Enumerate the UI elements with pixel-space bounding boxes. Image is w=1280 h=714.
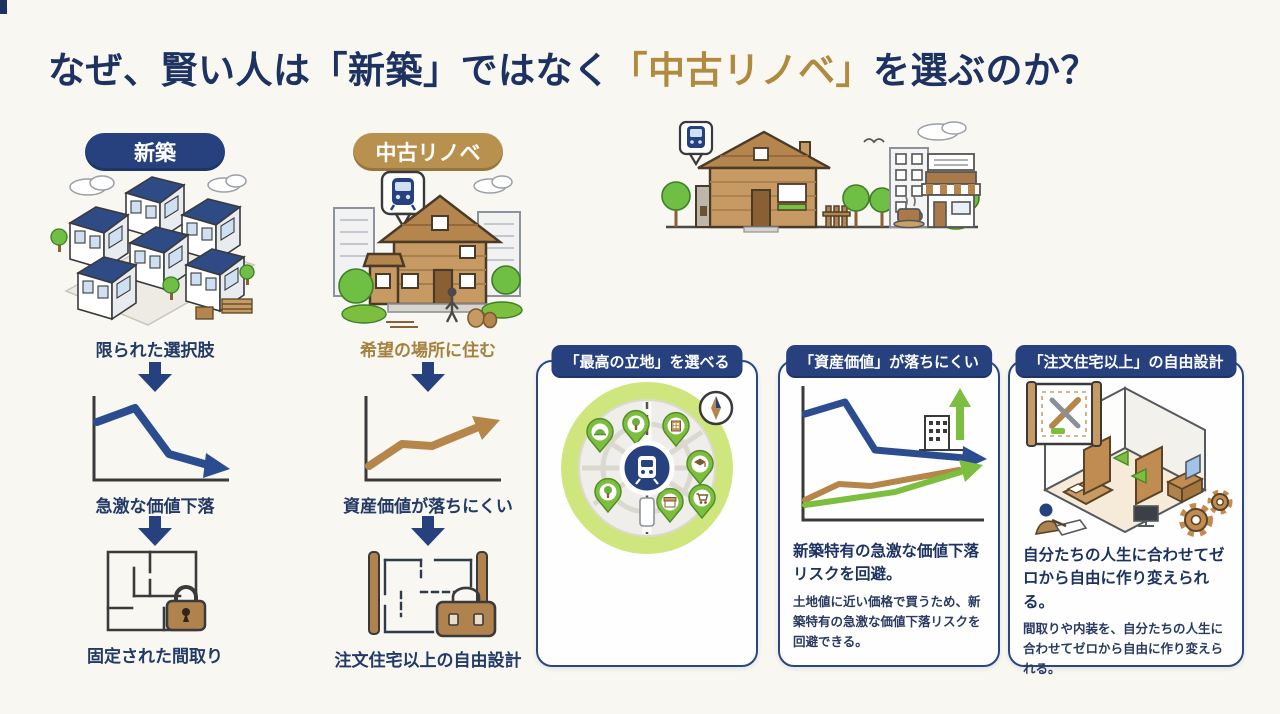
badge-used-renovation: 中古リノベ <box>353 133 503 171</box>
title-post: を選ぶのか？ <box>873 49 1098 92</box>
map-pin-icon <box>656 487 684 523</box>
lumber-crates-icon <box>195 298 253 320</box>
train-station-marker <box>619 440 675 496</box>
asset-value-lead: 新築特有の急激な価値下落リスクを回避。 <box>793 542 980 584</box>
free-design-lead: 自分たちの人生に合わせてゼロから自由に作り変えられる。 <box>1023 546 1225 611</box>
wooden-house-icon <box>362 194 504 313</box>
blueprint-sign-icon <box>1026 381 1102 447</box>
location-map-illustration <box>561 382 734 554</box>
page-title: なぜ、賢い人は「新築」ではなく「中古リノベ」を選ぶのか？ <box>48 40 1098 94</box>
cloud-icon <box>473 175 513 194</box>
down-arrow-icon <box>411 362 445 392</box>
compass-icon <box>698 390 734 426</box>
cloud-icon <box>69 174 247 196</box>
benefit-card-free-design-header: 「注文住宅以上」の自由設計 <box>1015 345 1237 378</box>
used-renovation-step-2: 資産価値が落ちにくい <box>343 497 513 517</box>
gear-icon <box>1179 489 1233 537</box>
new-build-step-3: 固定された間取り <box>87 647 223 667</box>
renovated-house-illustration <box>333 170 523 329</box>
toolbox-icon <box>435 586 497 638</box>
benefit-card-free-design: 「注文住宅以上」の自由設計 <box>1008 345 1244 676</box>
movable-wall-icon <box>1083 435 1163 506</box>
used-renovation-step-3: 注文住宅以上の自由設計 <box>334 651 522 671</box>
tree-icon <box>50 228 255 300</box>
new-build-step-2: 急激な価値下落 <box>95 497 215 517</box>
tv-icon <box>1133 505 1159 527</box>
renovation-room-illustration <box>1026 381 1233 537</box>
badge-new-build: 新築 <box>85 133 225 171</box>
map-pin-icon <box>686 449 714 485</box>
train-sign-icon <box>380 170 426 229</box>
down-arrow-icon <box>411 516 445 546</box>
tv-stand-icon <box>1165 453 1205 504</box>
blueprint-toolbox-illustration <box>368 551 497 638</box>
coffee-cup-icon <box>893 196 925 229</box>
person-drawing-icon <box>1034 503 1088 536</box>
free-design-body: 間取りや内装を、自分たちの人生に合わせてゼロから自由に作り変えられる。 <box>1023 620 1224 676</box>
train-sign-icon <box>678 120 714 167</box>
corner-mark <box>0 0 7 14</box>
title-pre: なぜ、賢い人は「新築」ではなく <box>48 49 611 92</box>
map-pin-icon <box>662 411 690 447</box>
neighborhood-scene-illustration <box>661 120 981 233</box>
map-pin-icon <box>688 483 716 519</box>
benefit-card-asset-value-header: 「資産価値」が落ちにくい <box>786 345 992 378</box>
wooden-house-icon <box>695 130 831 233</box>
screwdriver-icon <box>1049 397 1081 429</box>
benefit-card-location-header: 「最高の立地」を選べる <box>551 345 743 378</box>
used-renovation-step-1: 希望の場所に住む <box>360 341 496 361</box>
locked-floorplan-illustration <box>106 550 207 632</box>
identical-new-houses-illustration <box>50 174 256 326</box>
new-build-step-1: 限られた選択肢 <box>95 341 215 361</box>
benefit-card-location: 「最高の立地」を選べる <box>536 345 758 667</box>
down-arrow-icon <box>138 516 172 546</box>
bird-icon <box>863 138 885 144</box>
cafe-icon <box>921 153 981 228</box>
building-up-icon <box>919 388 971 451</box>
declining-value-chart <box>92 396 230 482</box>
fence-icon <box>822 205 851 228</box>
map-pin-icon <box>594 477 622 513</box>
value-comparison-chart <box>801 386 987 522</box>
title-highlight: 「中古リノベ」 <box>610 49 873 92</box>
cloud-icon <box>917 121 967 141</box>
asset-value-body: 土地値に近い価格で買うため、新築特有の急激な価値下落リスクを回避できる。 <box>793 593 981 649</box>
bags-icon <box>467 308 498 329</box>
person-icon <box>445 287 459 323</box>
map-pin-icon <box>586 417 614 453</box>
benefit-card-asset-value: 「資産価値」が落ちにくい 新築特有の急激な価値下落リスクを回避。 <box>778 345 1000 667</box>
lock-icon <box>165 585 207 632</box>
map-pin-icon <box>622 409 650 445</box>
down-arrow-icon <box>138 362 172 392</box>
stable-value-chart <box>364 396 501 482</box>
